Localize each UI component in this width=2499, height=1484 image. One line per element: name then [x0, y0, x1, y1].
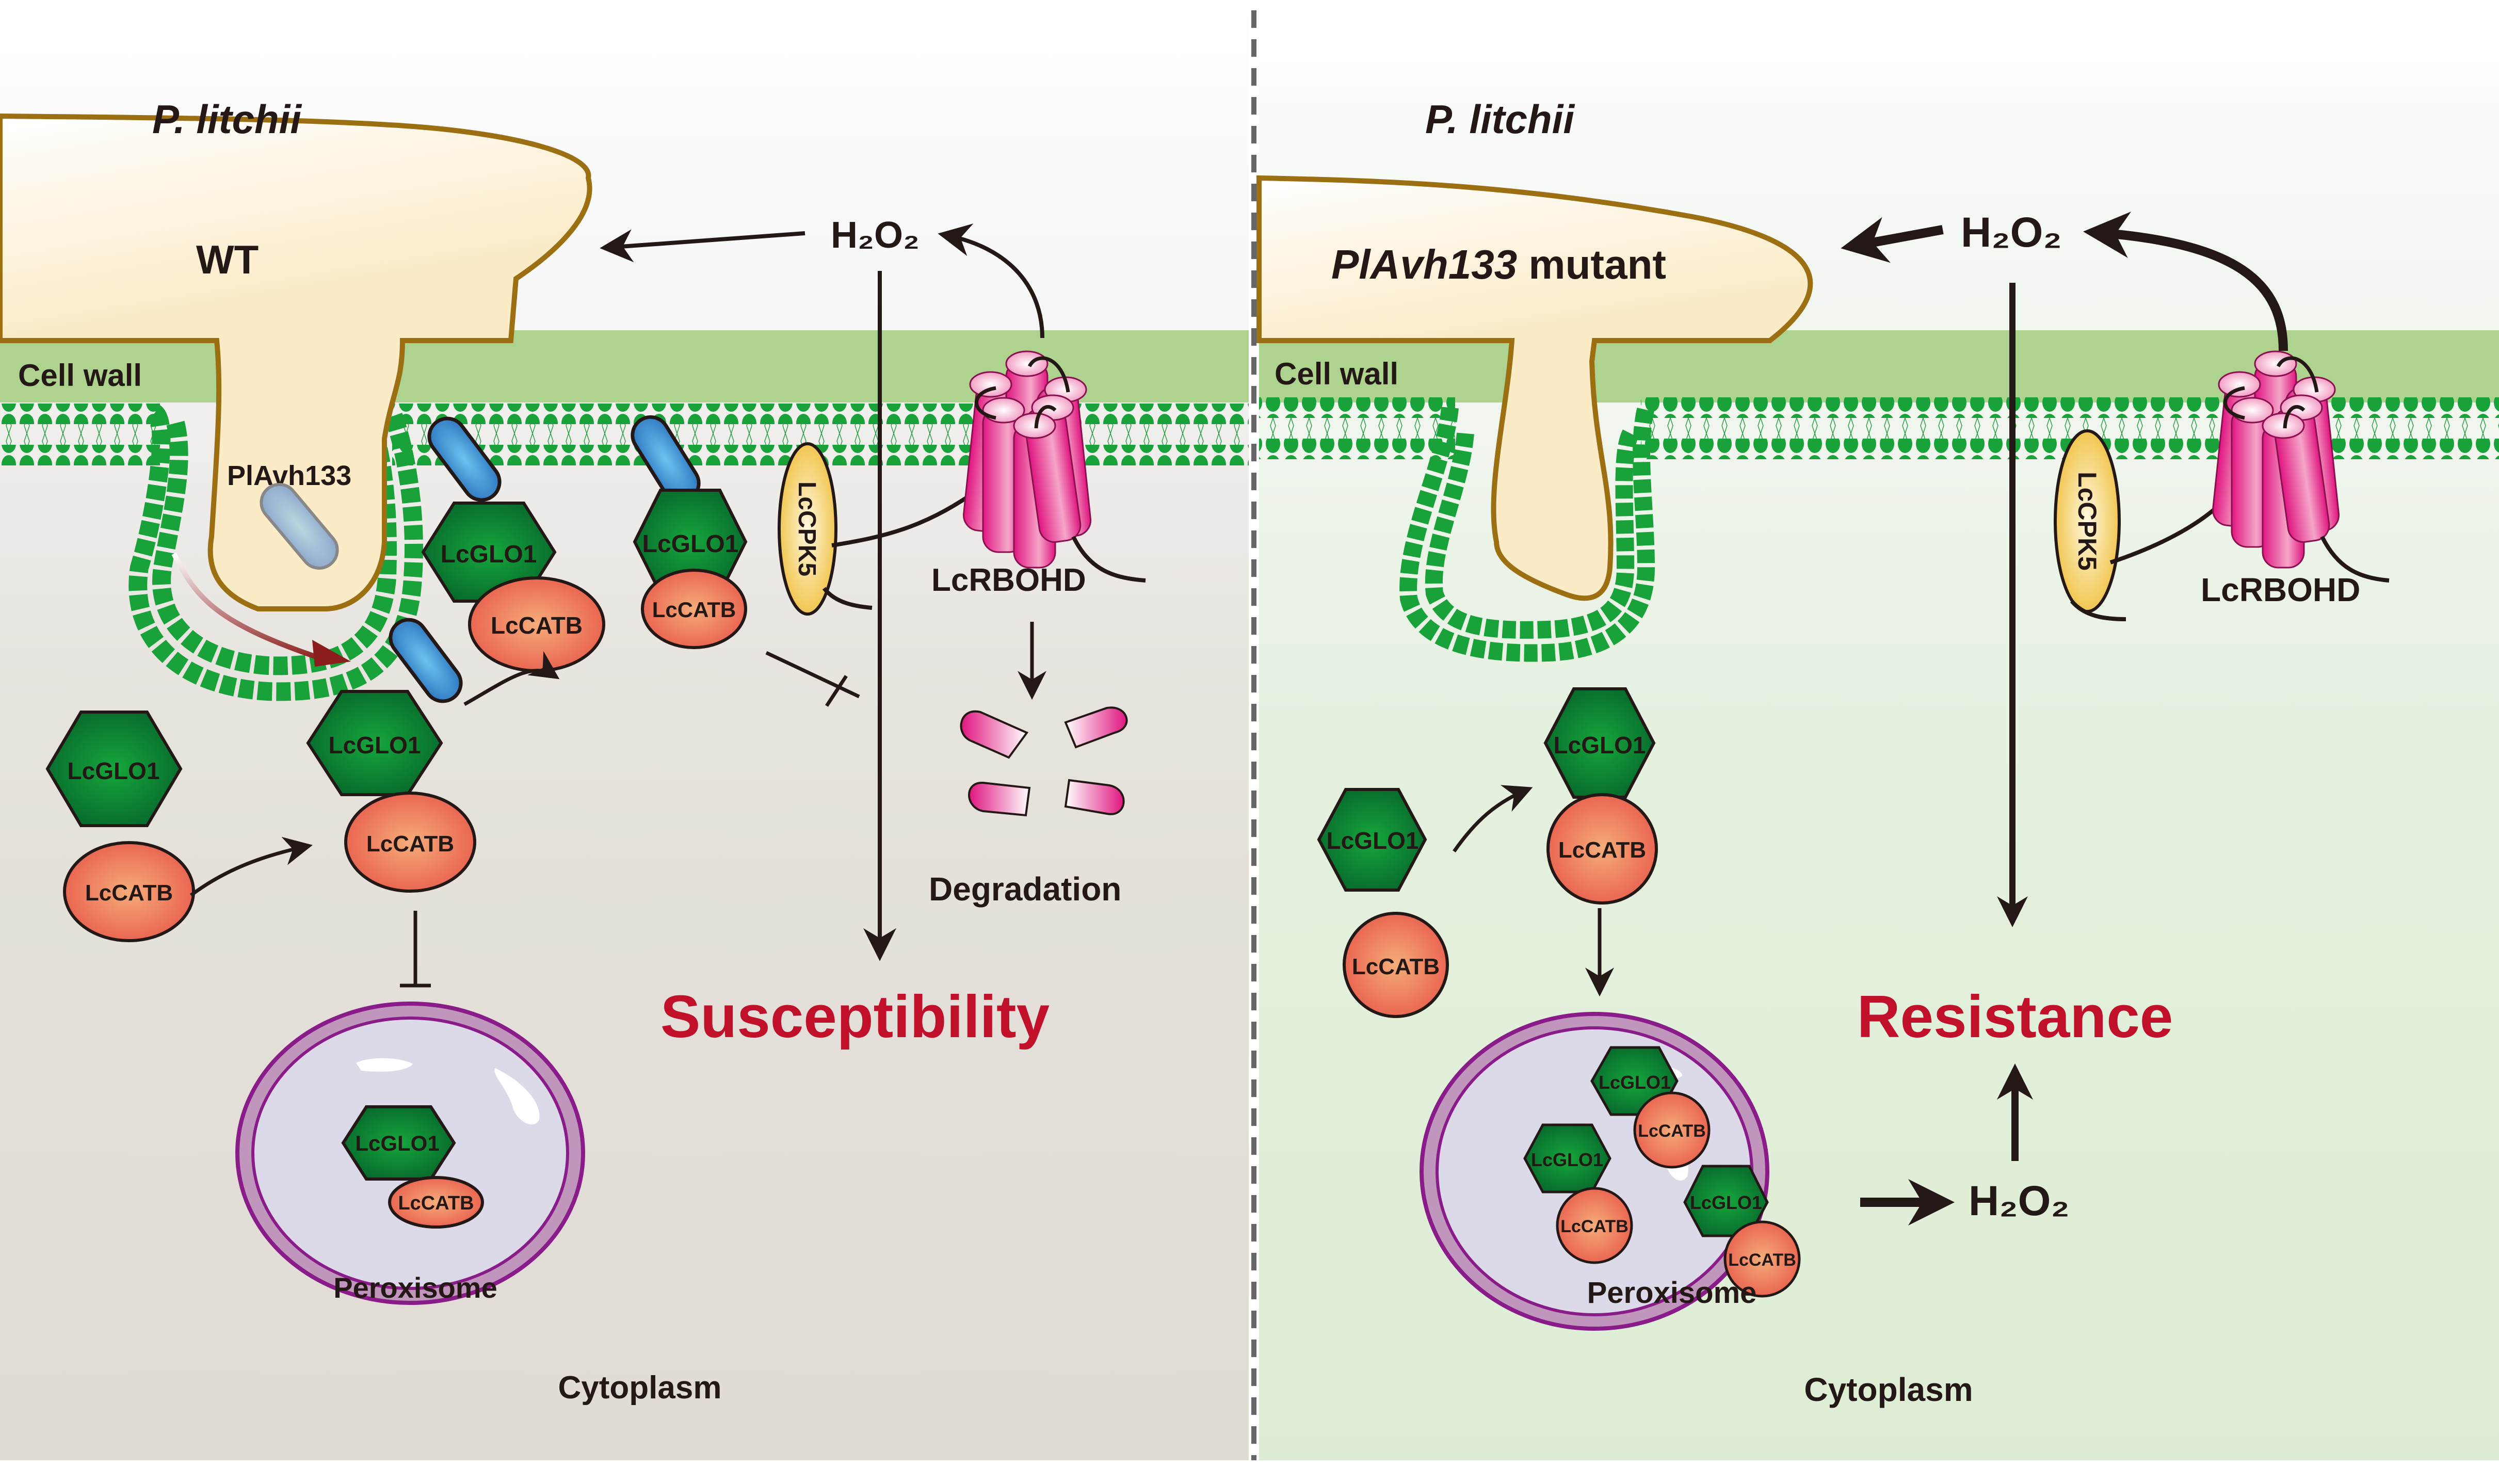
left-effector-in-hypha: PlAvh133 — [227, 460, 351, 570]
rbohd-fragments — [960, 706, 1128, 817]
svg-text:LcGLO1: LcGLO1 — [1327, 827, 1419, 854]
svg-text:LcCATB: LcCATB — [1560, 1217, 1629, 1236]
left-secretion-arrowhead — [312, 640, 351, 667]
right-rbohd: LcRBOHD — [2201, 350, 2390, 608]
svg-text:LcGLO1: LcGLO1 — [355, 1131, 439, 1155]
right-complex-cytoplasm: LcGLO1 LcCATB — [1543, 687, 1658, 905]
right-plasma-membrane — [1259, 397, 2499, 662]
left-panel: P. litchii WT Cell wall PlAvh133 LcGLO1 … — [0, 0, 1249, 1460]
left-complex-cytoplasm: LcGLO1 LcCATB — [306, 690, 476, 893]
right-peroxisome: LcGLO1 LcCATB LcGLO1 LcCATB LcGLO1 LcCAT… — [1420, 1012, 1801, 1331]
svg-text:LcCATB: LcCATB — [398, 1192, 474, 1214]
right-pathogen-label: P. litchii — [1425, 96, 1575, 142]
right-hypha — [1256, 175, 1813, 601]
left-inhibit-bar — [825, 675, 848, 707]
right-cpk5: LcCPK5 — [2054, 429, 2226, 621]
svg-text:LcGLO1: LcGLO1 — [1690, 1192, 1762, 1213]
left-catb-free: LcCATB — [63, 841, 195, 942]
left-arrow-rbohd-to-h2o2 — [938, 223, 1044, 338]
right-cytoplasm-bg — [1259, 402, 2499, 1460]
left-arrow-to-complex — [189, 836, 313, 897]
right-glo1-free: LcGLO1 — [1317, 788, 1427, 892]
right-arrow-h2o2-to-hypha — [1841, 217, 1944, 263]
svg-text:LcCATB: LcCATB — [1558, 837, 1646, 863]
svg-text:LcCATB: LcCATB — [1728, 1250, 1796, 1270]
svg-text:LcGLO1: LcGLO1 — [441, 541, 537, 568]
svg-text:LcGLO1: LcGLO1 — [642, 530, 739, 558]
left-arrow-complex-to-membrane — [463, 651, 560, 706]
left-inhibit-complex — [765, 651, 860, 699]
svg-text:LcCATB: LcCATB — [1352, 954, 1440, 979]
svg-text:LcGLO1: LcGLO1 — [1531, 1149, 1603, 1170]
svg-text:LcCATB: LcCATB — [1638, 1121, 1706, 1141]
left-rbohd: LcRBOHD — [931, 350, 1146, 598]
right-panel: P. litchii PlAvh133 mutant Cell wall H₂O… — [1256, 21, 2499, 1460]
right-h2o2-bottom-label: H₂O₂ — [1969, 1177, 2070, 1224]
left-hypha-label: WT — [196, 237, 259, 282]
left-complex-membrane-a: LcGLO1 LcCATB — [421, 416, 605, 672]
left-pathogen-label: P. litchii — [152, 96, 302, 142]
left-effector-secreted — [389, 618, 463, 703]
left-cpk5 — [778, 442, 837, 616]
svg-text:LcCATB: LcCATB — [85, 880, 173, 906]
svg-text:LcCATB: LcCATB — [491, 612, 583, 639]
left-secretion-arrow — [171, 552, 331, 664]
right-hypha-label-italic: PlAvh133 — [1331, 241, 1517, 287]
left-degradation-label: Degradation — [929, 870, 1121, 908]
svg-text:LcCATB: LcCATB — [366, 831, 454, 857]
right-outcome-label: Resistance — [1857, 983, 2173, 1050]
right-cell-wall-label: Cell wall — [1275, 357, 1398, 391]
svg-text:LcCATB: LcCATB — [652, 598, 736, 622]
right-hypha-label: PlAvh133 mutant — [1331, 241, 1666, 287]
left-cytoplasm-label: Cytoplasm — [558, 1370, 722, 1406]
svg-text:LcCPK5: LcCPK5 — [793, 481, 820, 576]
svg-text:LcGLO1: LcGLO1 — [1599, 1072, 1671, 1093]
left-h2o2-label: H₂O₂ — [831, 215, 920, 256]
left-arrow-h2o2-to-hypha — [600, 229, 805, 263]
right-hypha-label-rest: mutant — [1517, 241, 1666, 287]
left-cell-wall-label: Cell wall — [18, 358, 142, 393]
left-hypha — [0, 113, 592, 611]
left-glo1-free: LcGLO1 — [45, 711, 183, 827]
right-catb-free: LcCATB — [1343, 912, 1449, 1018]
svg-text:LcCPK5: LcCPK5 — [2073, 472, 2102, 571]
right-arrow-rbohd-to-h2o2 — [2083, 212, 2288, 351]
left-cytoplasm-bg — [0, 402, 1249, 1460]
rbohd-helices — [963, 350, 1146, 583]
right-rbohd-label: LcRBOHD — [2201, 571, 2360, 608]
right-peroxisome-label: Peroxisome — [1587, 1276, 1757, 1310]
svg-text:LcGLO1: LcGLO1 — [329, 732, 421, 759]
right-h2o2-top-label: H₂O₂ — [1961, 209, 2062, 256]
left-rbohd-label: LcRBOHD — [931, 562, 1086, 598]
right-arrow-to-complex — [1453, 785, 1533, 853]
right-cytoplasm-label: Cytoplasm — [1804, 1371, 1973, 1408]
left-complex-membrane-b: LcGLO1 LcCATB LcCPK5 — [631, 415, 972, 649]
svg-text:LcGLO1: LcGLO1 — [68, 757, 160, 784]
svg-text:LcGLO1: LcGLO1 — [1554, 732, 1646, 759]
left-peroxisome-label: Peroxisome — [333, 1271, 497, 1304]
left-peroxisome: LcGLO1 LcCATB Peroxisome — [235, 1002, 585, 1305]
left-outcome-label: Susceptibility — [660, 983, 1050, 1050]
